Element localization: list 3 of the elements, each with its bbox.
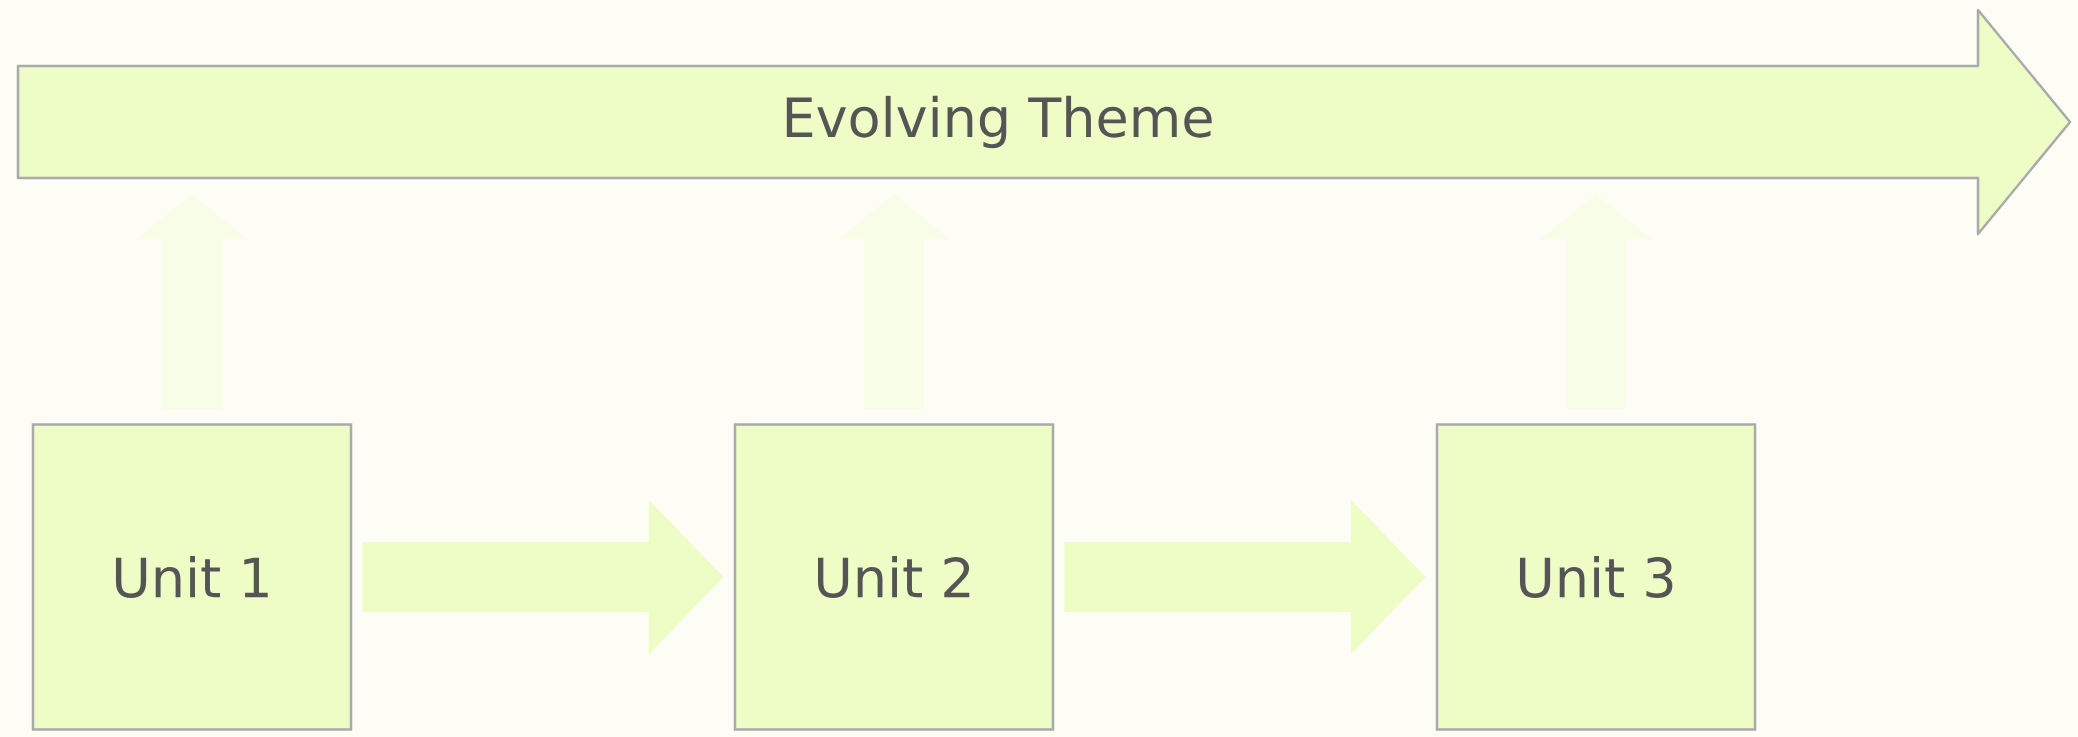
unit-box: Unit 1 [31, 423, 353, 731]
unit-box: Unit 2 [733, 423, 1055, 731]
unit-box: Unit 3 [1435, 423, 1757, 731]
